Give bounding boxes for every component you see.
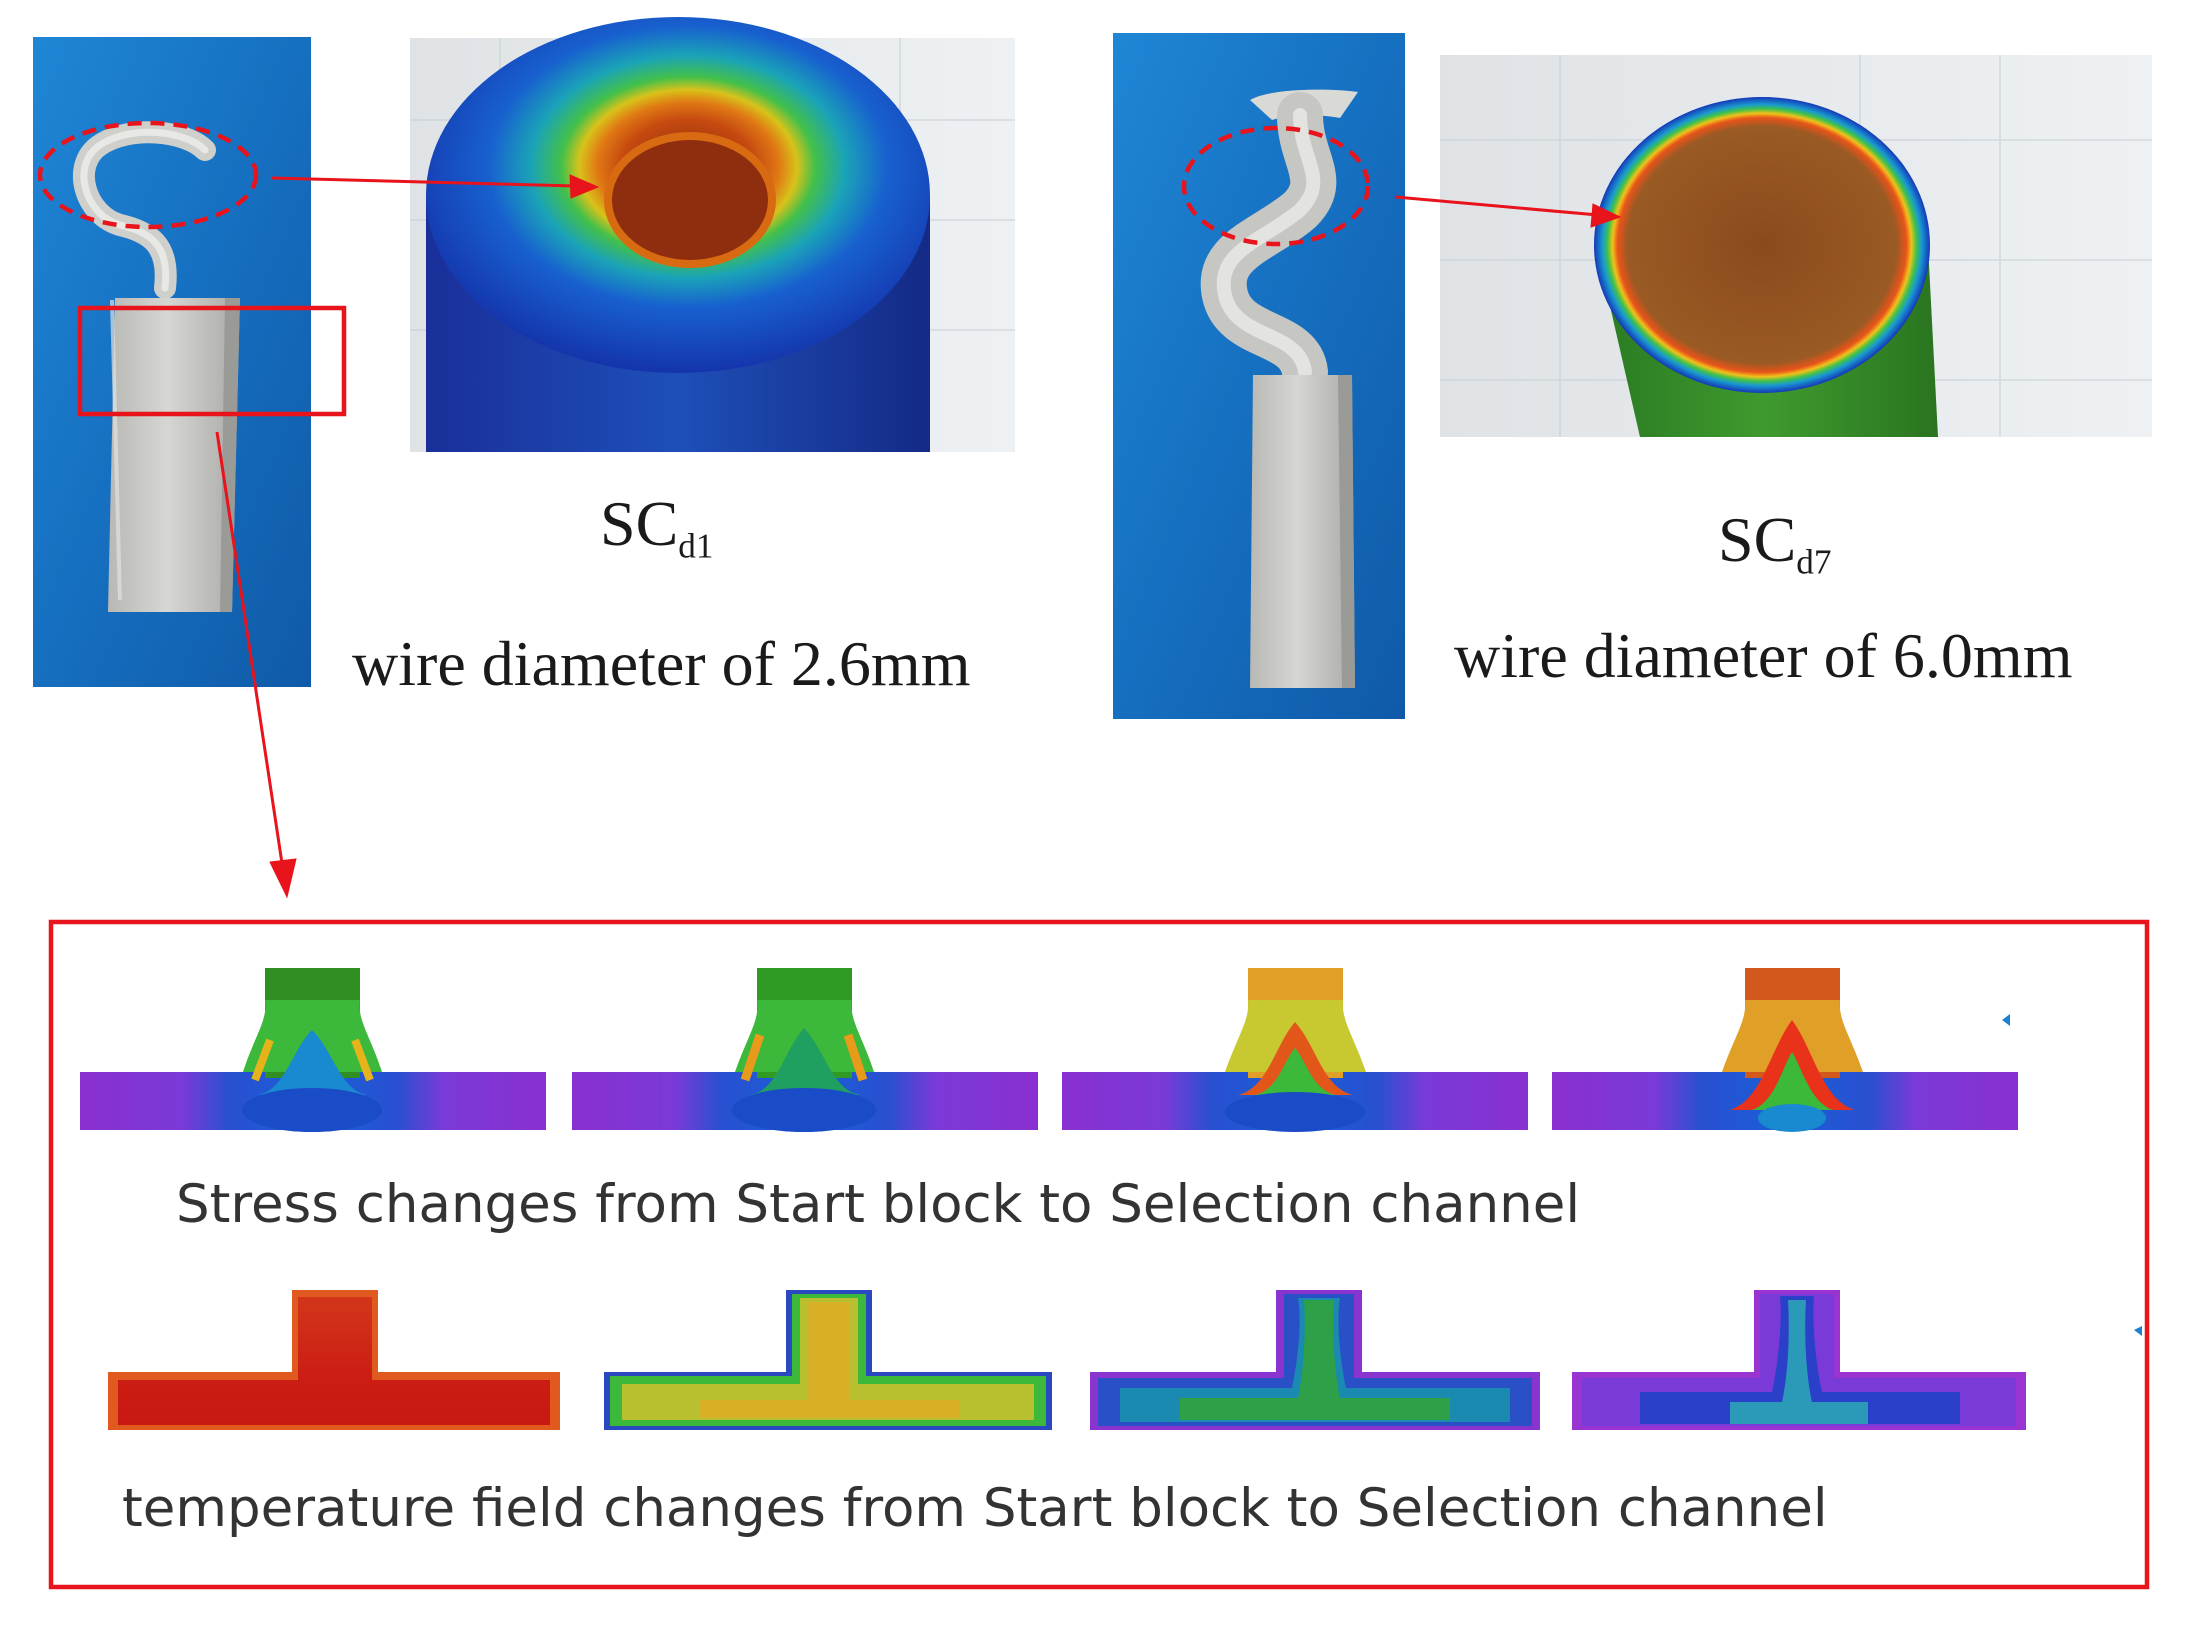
start-block-highlight-box [77,305,347,417]
temperature-frame-3 [1090,1290,1540,1430]
detail-panel-frame [48,919,2150,1590]
stress-frame-1 [80,968,546,1132]
callout-arrows [215,174,1622,899]
temperature-frame-4 [1572,1290,2142,1430]
sample-d7-label: SCd7 [1718,504,1832,582]
sample-d1-section-render [410,17,1015,452]
temperature-caption: temperature field changes from Start blo… [122,1478,1828,1539]
stress-frame-2 [572,968,1038,1132]
sample-d1-photo [33,37,311,687]
sample-d1-label: SCd1 [600,488,714,566]
sample-d7-caption: wire diameter of 6.0mm [1454,620,2073,691]
wire-highlight-ellipse-d1 [37,120,259,230]
stress-frame-4 [1552,968,2018,1132]
temperature-frame-1 [108,1290,560,1430]
sample-d1-caption: wire diameter of 2.6mm [352,628,971,699]
stress-frame-3 [1062,968,1528,1132]
sample-d7-photo [1113,33,1405,719]
stress-caption: Stress changes from Start block to Selec… [176,1174,1581,1235]
wire-highlight-ellipse-d7 [1181,125,1371,247]
temperature-frame-2 [604,1290,1052,1430]
sample-d7-section-render [1440,55,2152,437]
